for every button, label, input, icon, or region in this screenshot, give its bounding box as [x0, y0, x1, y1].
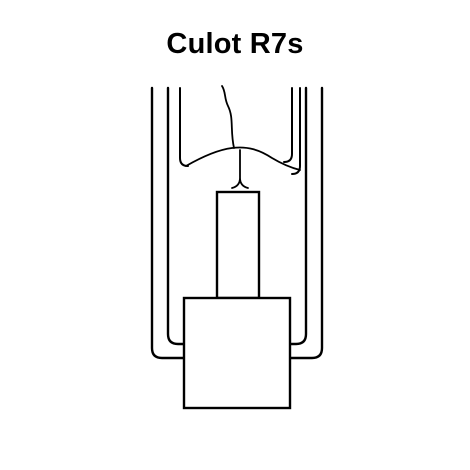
filament-wire: [185, 146, 301, 171]
right-sheath-curve: [291, 87, 301, 175]
lead-wire-top: [221, 85, 235, 149]
lead-wire-lower: [231, 149, 249, 189]
right-filament-support: [283, 87, 293, 163]
contact-pin: [215, 190, 261, 300]
left-filament-support: [179, 87, 189, 167]
outer-tube-outline: [150, 86, 324, 360]
ceramic-base: [182, 296, 292, 410]
inner-tube-outline: [166, 86, 308, 346]
diagram-title: Culot R7s: [166, 28, 304, 60]
